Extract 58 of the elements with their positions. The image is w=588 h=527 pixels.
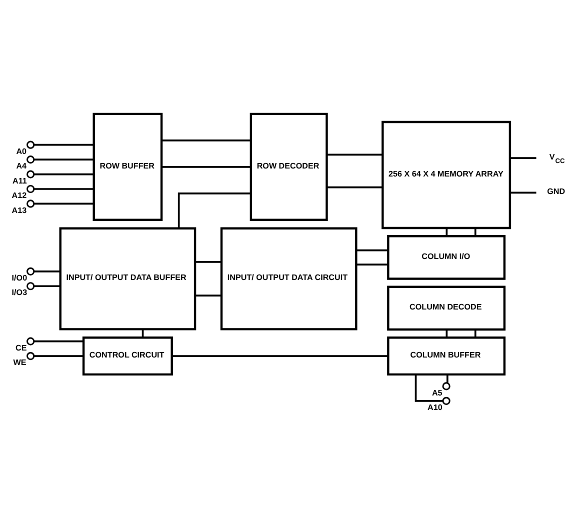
connector [326, 154, 383, 156]
connector [34, 270, 60, 272]
node-label: A0 [16, 146, 27, 156]
node-circle [26, 337, 35, 346]
node-circle [26, 267, 35, 276]
node-box: COLUMN BUFFER [387, 336, 506, 376]
node-box: CONTROL CIRCUIT [82, 336, 173, 376]
connector [162, 166, 251, 168]
connector [510, 192, 536, 194]
node-box: ROW BUFFER [92, 112, 163, 221]
connector [34, 158, 94, 160]
node-label: A13 [12, 206, 27, 215]
node-circle [442, 382, 450, 390]
connector [162, 140, 251, 142]
connector [34, 285, 60, 288]
node-circle [442, 396, 450, 405]
connector [34, 340, 84, 342]
connector [414, 374, 443, 402]
connector [34, 144, 94, 146]
node-box: INPUT/ OUTPUT DATA CIRCUIT [220, 227, 358, 330]
node-label: I/O3 [12, 288, 28, 298]
node-text: V$_{CC}$ [549, 152, 565, 165]
connector [356, 264, 388, 266]
node-label: CE [15, 343, 27, 352]
connector [510, 157, 536, 160]
connector [326, 186, 383, 188]
node-label: WE [13, 358, 26, 368]
node-label: A11 [12, 176, 27, 186]
connector [195, 261, 222, 263]
node-label: A5 [432, 388, 442, 398]
node-circle [26, 140, 35, 149]
node-label: A10 [428, 402, 442, 412]
connector [34, 202, 94, 205]
connector [446, 374, 448, 383]
node-label: I/O0 [12, 273, 28, 282]
node-box: 256 X 64 X 4 MEMORY ARRAY [382, 120, 512, 230]
connector [34, 173, 94, 176]
node-circle [26, 184, 35, 194]
node-box: INPUT/ OUTPUT DATA BUFFER [59, 227, 196, 330]
connector [474, 330, 476, 338]
connector [474, 228, 476, 236]
node-circle [26, 156, 35, 164]
node-circle [26, 352, 35, 360]
node-box: COLUMN DECODE [387, 286, 506, 331]
connector [356, 249, 388, 252]
connector [34, 188, 94, 190]
connector [172, 355, 388, 357]
connector [195, 294, 222, 296]
node-circle [26, 170, 35, 178]
node-circle [26, 200, 35, 208]
node-label: A4 [16, 162, 27, 171]
node-box: ROW DECODER [250, 112, 328, 221]
node-text: GND [547, 187, 566, 196]
node-circle [26, 282, 35, 290]
connector [34, 355, 84, 357]
connector [178, 192, 251, 228]
node-label: A12 [12, 191, 27, 200]
node-box: COLUMN I/O [387, 234, 506, 280]
